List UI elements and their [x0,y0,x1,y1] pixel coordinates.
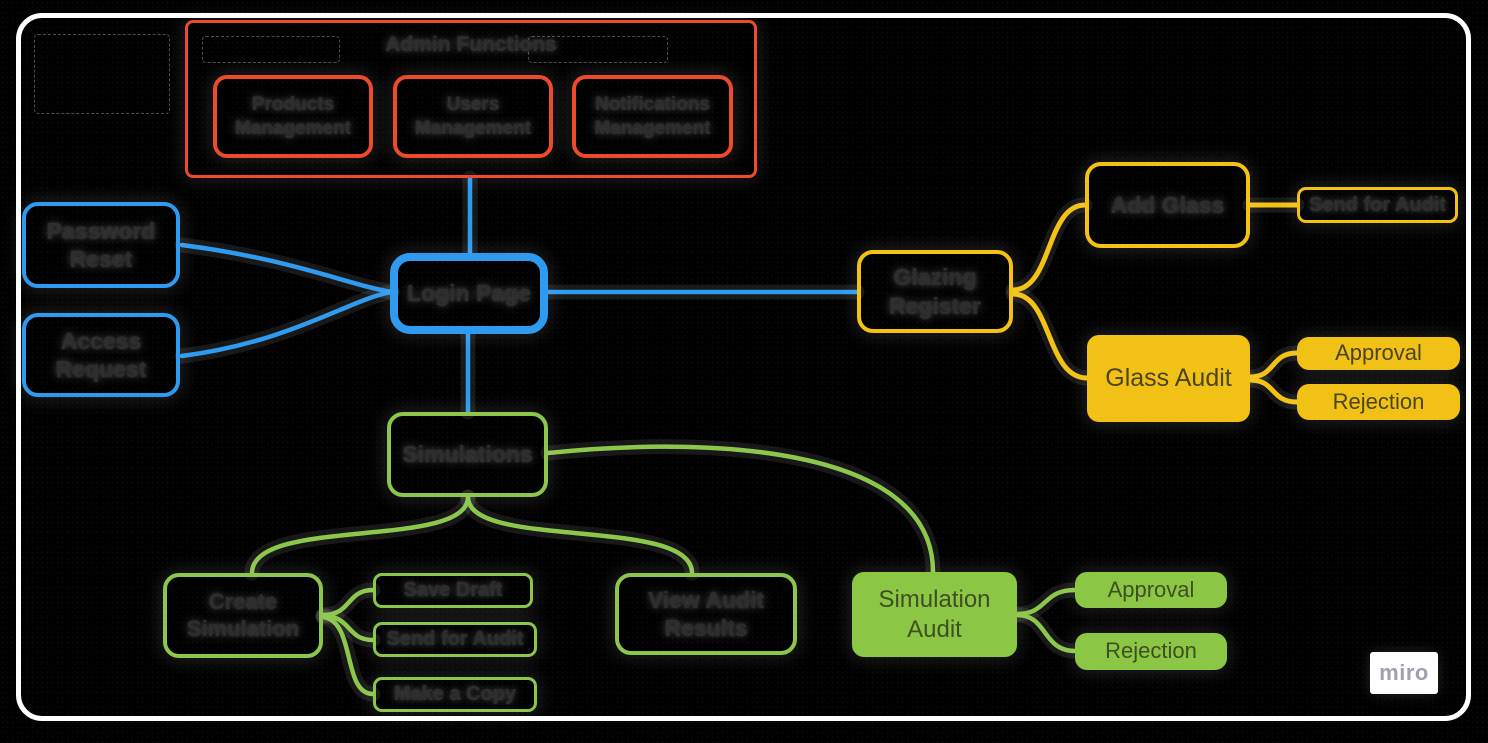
node-simulation-rejection[interactable]: Rejection [1075,633,1227,670]
node-send-for-audit-glazing[interactable]: Send for Audit [1297,187,1458,223]
node-label: Simulation Audit [878,586,991,643]
node-label: Access Request [55,327,147,382]
ghost-box-top-left [34,34,170,114]
node-add-glass[interactable]: Add Glass [1085,162,1250,248]
node-label: Login Page [407,280,531,307]
node-label: Send for Audit [386,628,524,651]
node-access-request[interactable]: Access Request [22,313,180,397]
node-view-audit-results[interactable]: View Audit Results [615,573,797,655]
node-users-management[interactable]: Users Management [393,75,553,158]
node-label: Save Draft [403,579,503,602]
node-label: Rejection [1105,638,1197,664]
node-glass-audit[interactable]: Glass Audit [1087,335,1250,422]
node-simulation-audit[interactable]: Simulation Audit [852,572,1017,657]
admin-functions-container[interactable] [185,20,757,178]
node-label: Glass Audit [1105,364,1232,393]
board-frame-border [16,13,1471,721]
node-label: Add Glass [1110,191,1225,218]
node-label: Rejection [1332,388,1425,414]
node-label: Users Management [414,94,532,139]
node-label: Create Simulation [186,588,300,641]
node-label: Approval [1335,340,1422,366]
node-label: Make a Copy [393,683,517,706]
miro-logo-text: miro [1379,660,1429,685]
ghost-box-title-left [202,36,340,63]
node-glass-rejection[interactable]: Rejection [1297,384,1460,420]
node-label: Simulations [402,441,533,468]
node-label: Approval [1107,576,1195,602]
node-label: Notifications Management [594,94,711,139]
node-notifications-management[interactable]: Notifications Management [572,75,733,158]
node-simulation-approval[interactable]: Approval [1075,572,1227,608]
node-glass-approval[interactable]: Approval [1297,337,1460,370]
node-password-reset[interactable]: Password Reset [22,202,180,288]
node-save-draft[interactable]: Save Draft [373,573,533,608]
node-label: Send for Audit [1308,193,1447,216]
node-products-management[interactable]: Products Management [213,75,373,158]
node-label: Products Management [234,94,352,139]
node-login-page[interactable]: Login Page [390,253,548,334]
miro-logo[interactable]: miro [1370,652,1438,694]
ghost-box-title-right [528,36,668,63]
node-send-for-audit-simulation[interactable]: Send for Audit [373,622,537,657]
node-label: Glazing Register [888,264,982,319]
node-create-simulation[interactable]: Create Simulation [163,573,323,658]
node-make-a-copy[interactable]: Make a Copy [373,677,537,712]
node-label: Password Reset [46,217,156,272]
node-glazing-register[interactable]: Glazing Register [857,250,1013,333]
node-label: View Audit Results [647,586,765,641]
admin-functions-title: Admin Functions [385,33,557,56]
node-simulations[interactable]: Simulations [387,412,548,497]
